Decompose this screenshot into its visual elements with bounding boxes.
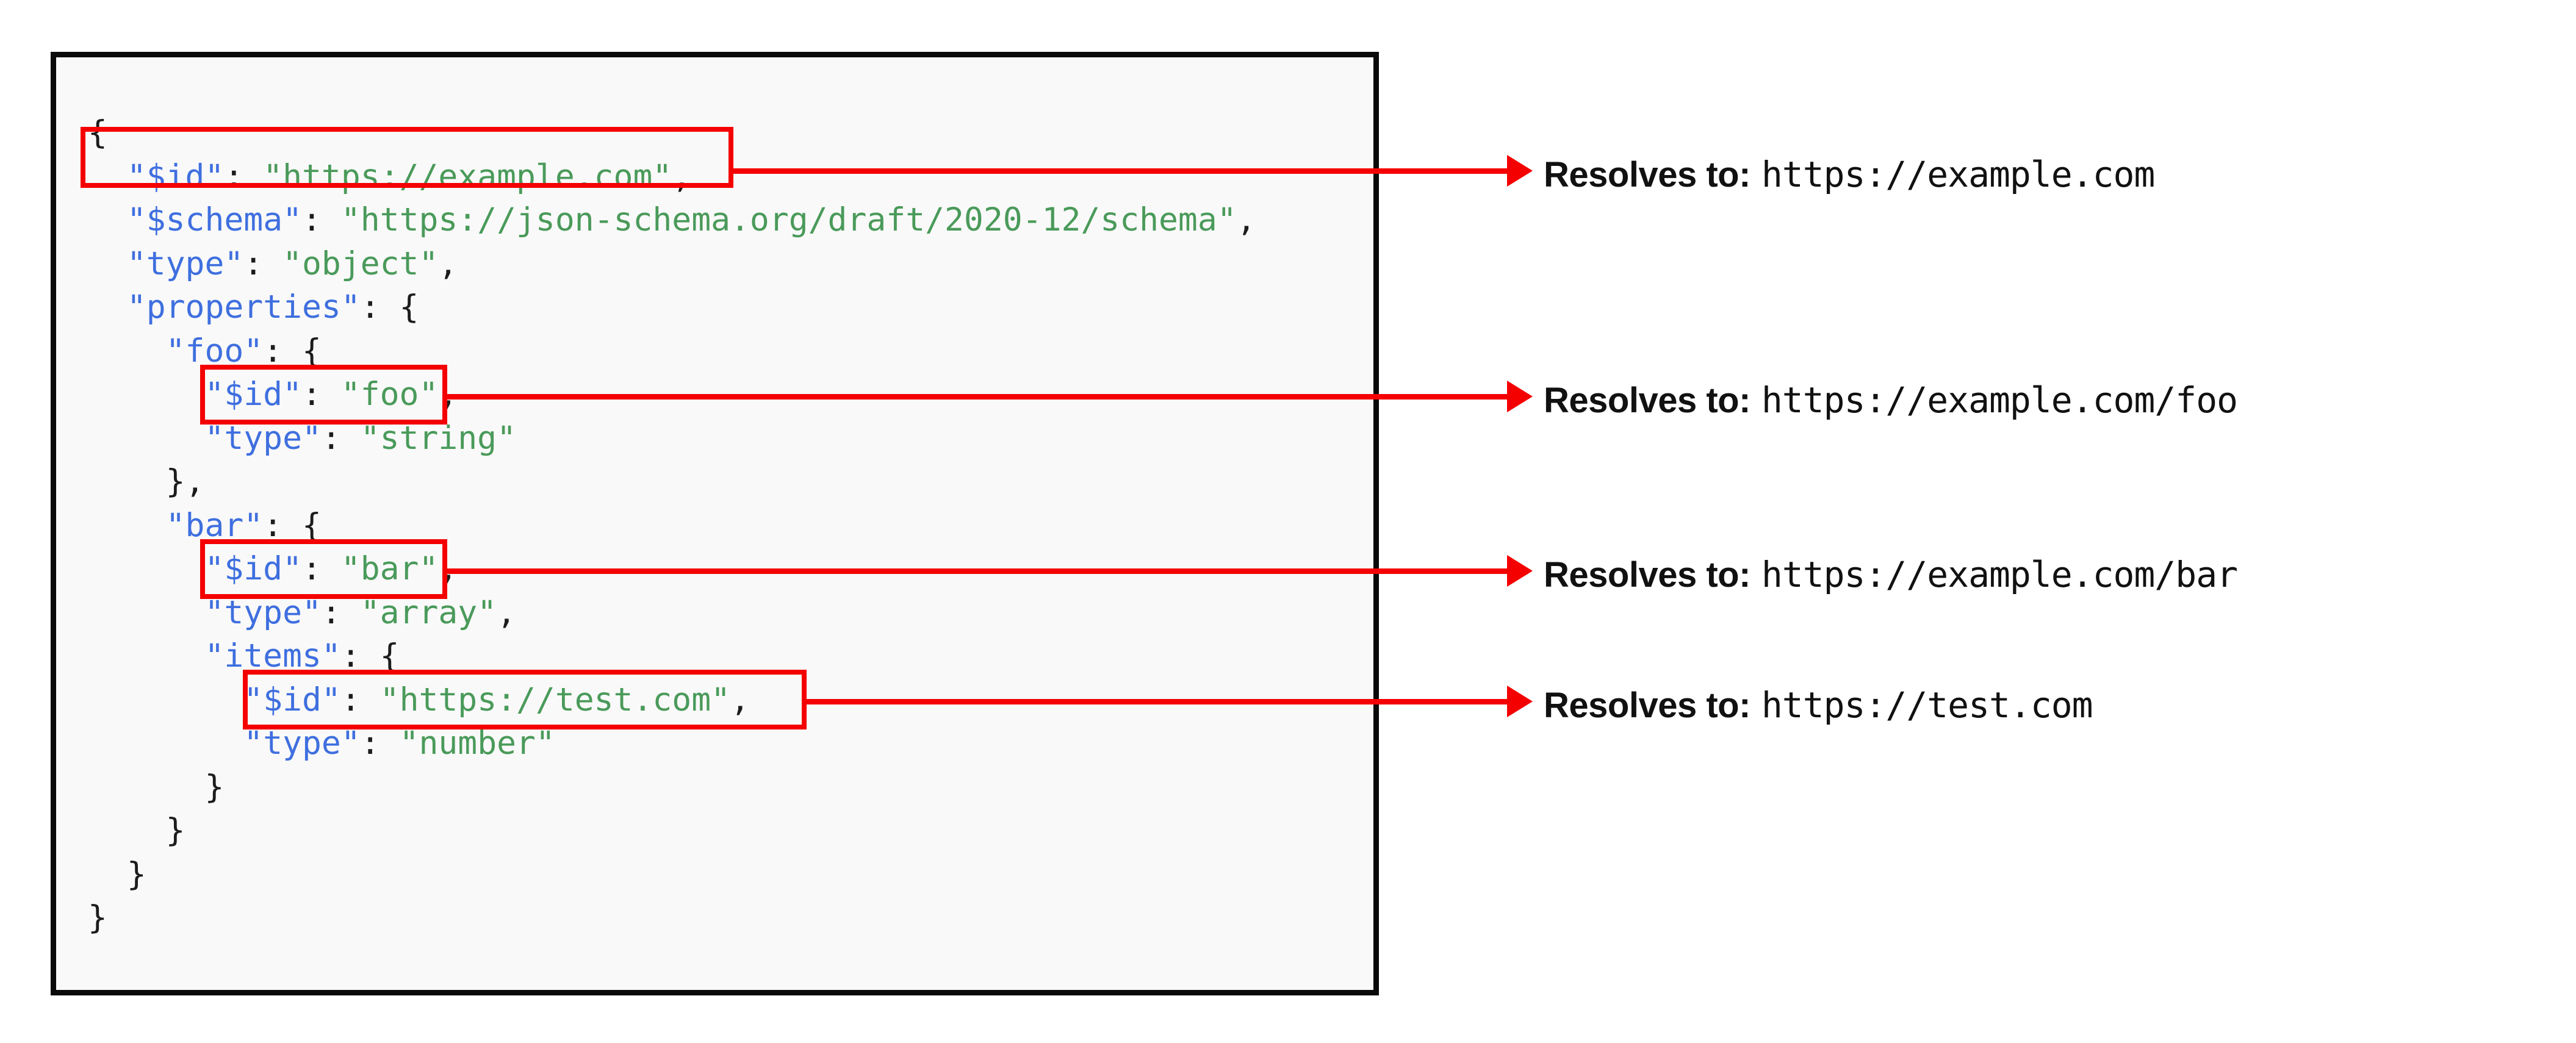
code-token-key: "bar" [165, 506, 264, 544]
code-token-key: "type" [204, 593, 322, 631]
code-token-punc: , [672, 157, 692, 195]
code-token-punc: : [302, 550, 341, 587]
code-token-key: "$id" [243, 681, 341, 719]
arrow-bar-line [447, 568, 1507, 574]
arrow-items-head-icon [1507, 686, 1533, 717]
code-line: "type": "string" [88, 417, 1256, 461]
annotation-foo: Resolves to: https://example.com/foo [1544, 379, 2238, 421]
code-token-punc: : [302, 201, 341, 238]
resolved-url-value: https://test.com [1761, 684, 2093, 726]
resolves-to-label: Resolves to: [1544, 381, 1750, 420]
code-token-str: "https://json-schema.org/draft/2020-12/s… [340, 201, 1237, 238]
code-line: "foo": { [88, 329, 1256, 373]
code-token-punc: }, [165, 463, 205, 500]
json-code-panel: { "$id": "https://example.com", "$schema… [51, 52, 1379, 995]
code-token-punc: : [224, 157, 264, 195]
code-line: } [88, 809, 1256, 853]
arrow-foo-line [447, 394, 1507, 400]
code-token-key: "$id" [204, 376, 302, 413]
resolves-to-label: Resolves to: [1544, 155, 1750, 195]
code-token-punc: , [438, 245, 458, 282]
code-line: "type": "array", [88, 591, 1256, 635]
arrow-root-head-icon [1507, 155, 1533, 187]
code-token-punc: : { [263, 506, 322, 544]
code-token-key: "$id" [126, 157, 225, 195]
resolved-url-value: https://example.com/bar [1761, 554, 2238, 595]
code-token-str: "object" [282, 245, 439, 282]
code-token-key: "$id" [204, 550, 302, 587]
code-line: "bar": { [88, 504, 1256, 548]
code-token-punc: : [340, 681, 380, 719]
code-token-key: "properties" [126, 289, 361, 326]
code-token-punc: : { [263, 332, 322, 370]
code-line: "type": "number" [88, 722, 1256, 765]
code-token-key: "type" [204, 419, 322, 457]
code-token-str: "array" [360, 593, 497, 631]
code-line: } [88, 896, 1256, 940]
code-line: "$schema": "https://json-schema.org/draf… [88, 198, 1256, 242]
code-token-str: "https://example.com" [263, 157, 672, 195]
code-line: "properties": { [88, 285, 1256, 329]
code-token-punc: , [497, 593, 517, 631]
arrow-root-line [733, 168, 1507, 174]
code-token-str: "bar" [340, 550, 439, 587]
code-token-key: "type" [243, 725, 361, 762]
code-line: { [88, 111, 1256, 155]
code-line: }, [88, 460, 1256, 504]
code-token-punc: : [321, 419, 361, 457]
code-token-punc: } [165, 812, 185, 849]
code-line: } [88, 765, 1256, 809]
code-line: "$id": "foo", [88, 373, 1256, 417]
code-token-punc: : [360, 725, 400, 762]
arrow-items-line [807, 699, 1507, 704]
code-line: "type": "object", [88, 242, 1256, 286]
annotation-root: Resolves to: https://example.com [1544, 154, 2155, 195]
code-token-punc: } [204, 768, 225, 806]
code-token-key: "$schema" [126, 201, 303, 238]
code-token-punc: : { [360, 289, 419, 326]
code-token-punc: : [321, 593, 361, 631]
code-token-punc: { [88, 114, 107, 151]
resolves-to-label: Resolves to: [1544, 686, 1750, 725]
code-token-punc: } [126, 855, 146, 893]
annotation-items: Resolves to: https://test.com [1544, 684, 2093, 726]
arrow-foo-head-icon [1507, 381, 1533, 412]
code-token-str: "string" [360, 419, 517, 457]
annotation-bar: Resolves to: https://example.com/bar [1544, 554, 2238, 595]
code-token-punc: , [730, 681, 750, 719]
code-line: "items": { [88, 634, 1256, 678]
resolves-to-label: Resolves to: [1544, 555, 1750, 595]
code-token-key: "items" [204, 637, 341, 675]
arrow-bar-head-icon [1507, 555, 1533, 587]
code-line: "$id": "https://example.com", [88, 155, 1256, 199]
resolved-url-value: https://example.com/foo [1761, 379, 2238, 421]
code-token-str: "https://test.com" [380, 681, 731, 719]
code-token-punc: , [1236, 201, 1256, 238]
code-token-punc: } [88, 899, 107, 936]
json-code-body: { "$id": "https://example.com", "$schema… [88, 111, 1256, 940]
code-line: } [88, 853, 1256, 897]
code-token-str: "number" [399, 725, 555, 762]
code-token-str: "foo" [340, 376, 439, 413]
resolved-url-value: https://example.com [1761, 154, 2155, 195]
code-token-punc: : [302, 376, 341, 413]
code-token-key: "foo" [165, 332, 264, 370]
code-line: "$id": "bar", [88, 547, 1256, 591]
code-token-key: "type" [126, 245, 244, 282]
code-line: "$id": "https://test.com", [88, 678, 1256, 722]
code-token-punc: : { [340, 637, 400, 675]
code-token-punc: : [243, 245, 283, 282]
